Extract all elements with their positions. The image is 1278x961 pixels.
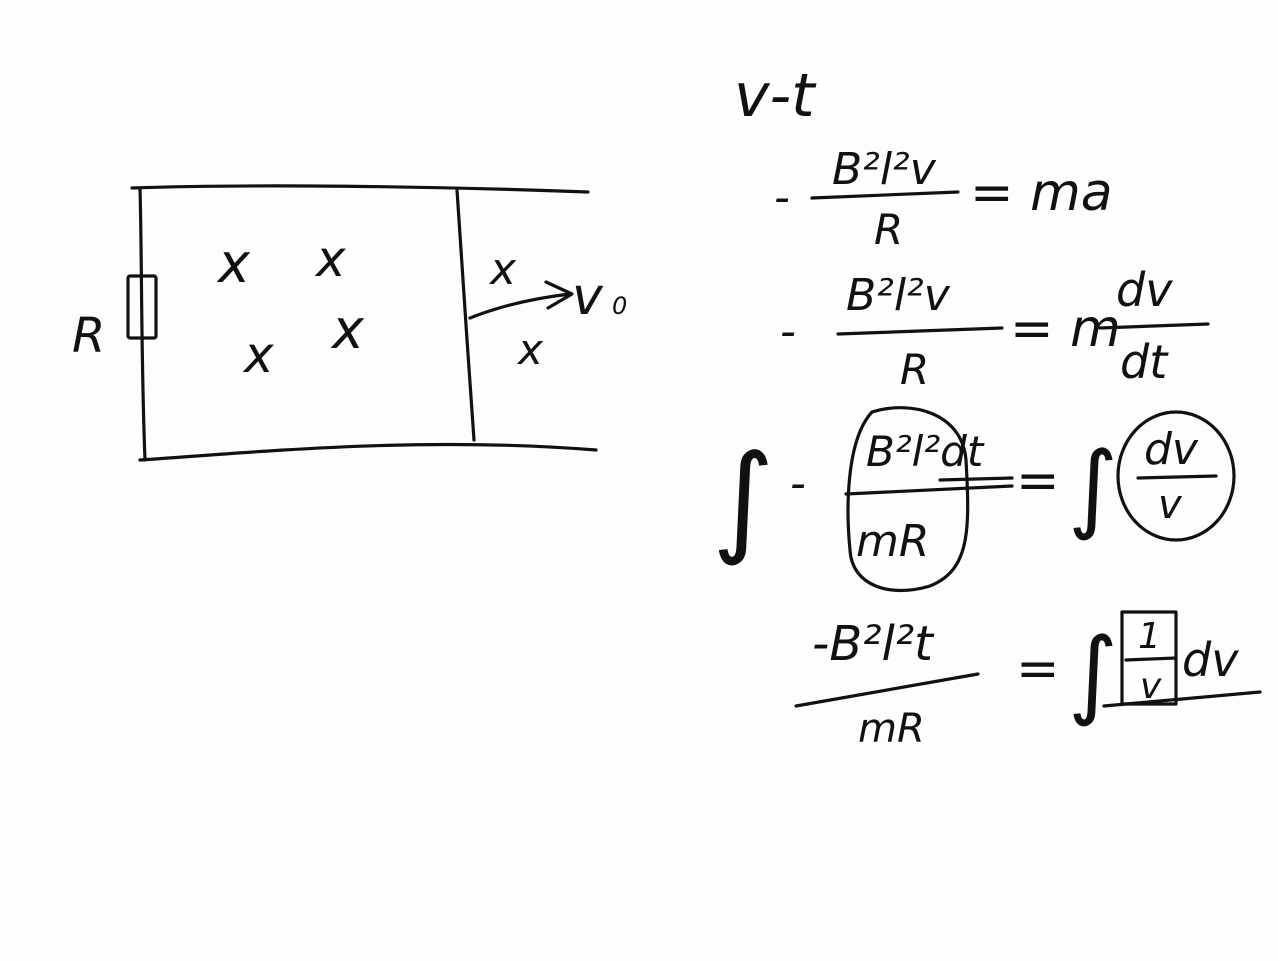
eq1-numerator: B²l²v (832, 144, 937, 195)
minus-sign: - (790, 458, 806, 509)
eq4-rhs-tail: dv (1182, 633, 1239, 687)
eq4-numerator: -B²l²t (812, 616, 935, 672)
minus-sign: - (780, 306, 796, 357)
heading: v-t (734, 61, 817, 131)
field-mark: x (516, 325, 544, 374)
eq1-denominator: R (874, 205, 903, 254)
equation-2: - B²l²v R = m dv dt (780, 263, 1210, 394)
velocity-label: v (572, 267, 604, 327)
eq3-equals: = (1016, 451, 1060, 511)
field-mark: x (242, 326, 274, 384)
velocity-arrowhead (544, 280, 574, 310)
underline (1102, 690, 1262, 708)
group-circle (1116, 410, 1236, 542)
velocity-subscript: 0 (612, 292, 627, 320)
eq1-rhs: = ma (970, 163, 1113, 223)
resistor-symbol (126, 274, 158, 340)
eq3-rhs-denominator: v (1158, 482, 1183, 528)
equation-4: -B²l²t mR = ∫ 1 v dv (794, 610, 1262, 752)
eq3-rhs-numerator: dv (1144, 424, 1199, 475)
fraction-bar (810, 190, 960, 200)
eq2-rhs-denominator: dt (1120, 335, 1169, 389)
minus-sign: - (774, 172, 790, 223)
equation-3: ∫ - B²l²dt mR = ∫ dv v (712, 406, 1236, 593)
field-mark: x (330, 298, 365, 361)
bottom-rail (138, 442, 598, 462)
derivation: v-t - B²l²v R = ma - B²l²v R = m dv dt ∫… (712, 61, 1262, 752)
equation-1: - B²l²v R = ma (774, 144, 1113, 254)
eq2-rhs-numerator: dv (1116, 263, 1173, 317)
fraction-bar (794, 672, 980, 708)
eq4-denominator: mR (858, 706, 925, 752)
field-mark: x (314, 230, 346, 288)
fraction-bar (836, 326, 1004, 336)
resistor-label: R (72, 308, 105, 364)
field-mark: x (216, 232, 251, 295)
integral-sign: ∫ (1068, 431, 1118, 543)
eq4-rhs-numerator: 1 (1138, 616, 1161, 657)
integral-sign: ∫ (712, 430, 775, 569)
fraction-bar (844, 484, 1014, 496)
fraction-bar (1098, 322, 1210, 330)
eq3-numerator: B²l²dt (866, 427, 985, 476)
eq3-denominator: mR (856, 516, 929, 567)
field-mark: x (488, 244, 517, 295)
left-wire (138, 186, 147, 462)
integral-sign: ∫ (1068, 617, 1118, 729)
fraction-bar (1136, 474, 1218, 480)
fraction-bar (1124, 656, 1178, 662)
eq2-denominator: R (900, 345, 929, 394)
fraction-underline (938, 476, 1014, 482)
velocity-arrow (468, 292, 572, 320)
group-circle (846, 406, 970, 593)
top-rail (130, 184, 590, 194)
circuit-diagram: R x x x x x x v 0 (72, 184, 627, 462)
eq2-numerator: B²l²v (846, 270, 951, 321)
eq4-equals: = (1016, 639, 1060, 699)
eq4-rhs-denominator: v (1140, 666, 1162, 707)
sliding-rod (455, 188, 476, 442)
